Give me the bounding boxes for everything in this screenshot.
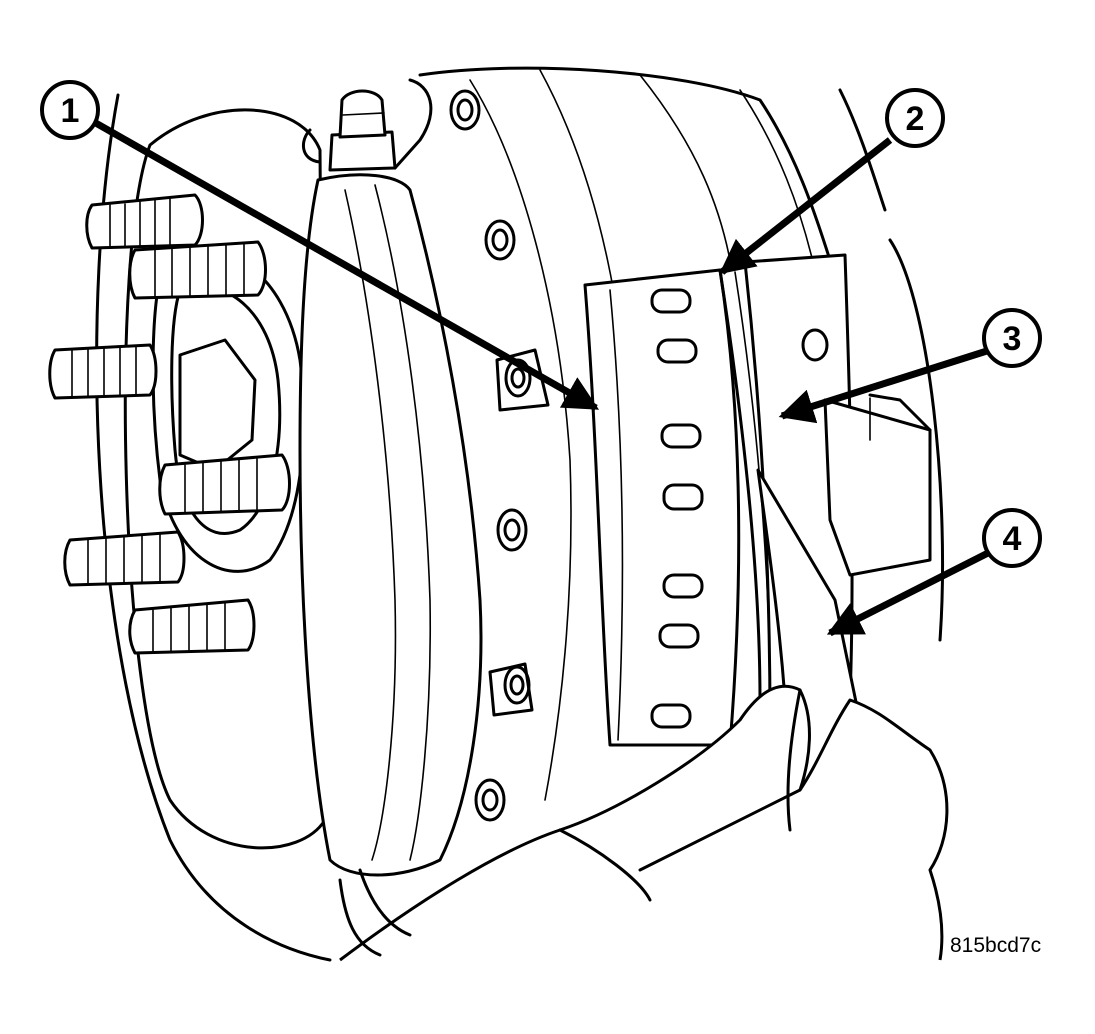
wheel-stud: [48, 343, 158, 400]
brake-rotor: [418, 66, 832, 822]
leader-arrow-4: [826, 548, 992, 637]
rotor-bolt-holes: [449, 89, 532, 822]
wheel-stud: [128, 240, 267, 300]
callout-number: 3: [1003, 320, 1022, 358]
leader-arrow-1: [92, 118, 600, 412]
brake-hose: [338, 878, 382, 957]
callout-2: 2: [885, 88, 945, 148]
inboard-brake-pad: [583, 268, 741, 747]
leader-arrows: [92, 118, 992, 637]
leader-arrow-2: [719, 137, 893, 275]
figure-id: 815bcd7c: [950, 934, 1042, 957]
wheel-stud: [63, 530, 186, 587]
callout-number: 1: [61, 92, 80, 130]
wheel-stud: [158, 453, 291, 516]
callout-3: 3: [982, 308, 1042, 368]
dust-shield: [95, 88, 945, 962]
wheel-stud: [128, 598, 256, 655]
leader-arrow-3: [778, 346, 992, 424]
wheel-studs: [48, 193, 291, 655]
callout-number: 2: [906, 100, 925, 138]
pad-wear-slots: [650, 288, 704, 729]
bleeder-screw: [328, 89, 397, 172]
wheel-stud: [85, 193, 204, 250]
callout-4: 4: [982, 508, 1042, 568]
brake-caliper: [298, 78, 483, 877]
callout-number: 4: [1003, 520, 1022, 558]
callout-1: 1: [40, 80, 100, 140]
technician-hand: [339, 684, 949, 962]
